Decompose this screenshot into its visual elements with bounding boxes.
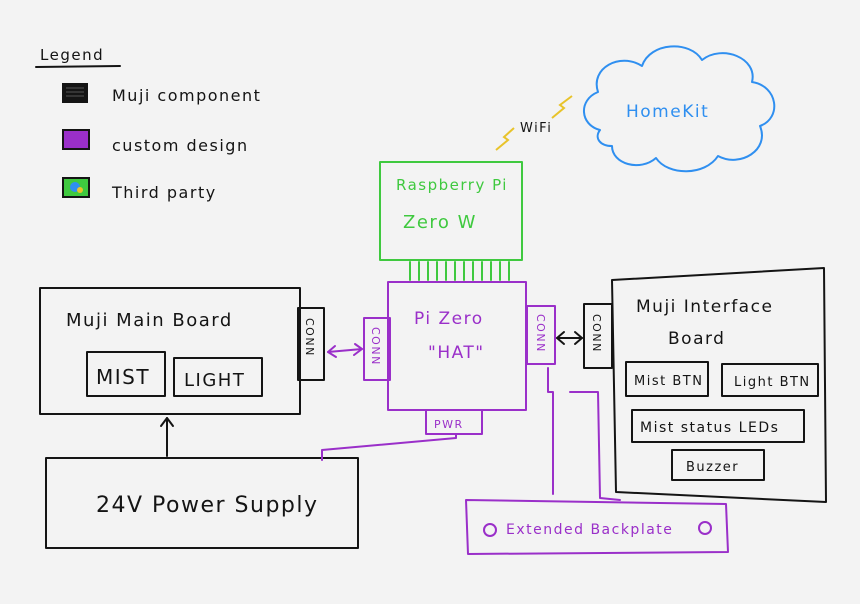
main-board-conn <box>297 307 325 381</box>
muji-interface-board: Muji Interface Board CONN Mist BTN Light… <box>583 267 827 503</box>
legend-title-underline <box>35 65 121 68</box>
pi-zero-hat: Pi Zero "HAT" CONN CONN PWR <box>363 281 556 435</box>
power-main-link <box>160 417 174 457</box>
main-hat-arrowhead-right <box>353 343 363 356</box>
interface-board-outline <box>611 267 827 503</box>
legend: Legend Muji component custom design Thir… <box>35 46 261 202</box>
legend-label-muji: Muji component <box>112 86 261 105</box>
hat-interface-arrowhead-left <box>556 331 565 345</box>
legend-swatch-yellow-dot <box>77 187 83 193</box>
power-supply-outline <box>45 457 359 549</box>
legend-item-third-party: Third party <box>62 177 217 202</box>
rpi-outline <box>379 161 523 261</box>
homekit-cloud: HomeKit <box>583 45 776 173</box>
power-supply: 24V Power Supply <box>45 457 359 549</box>
main-board-outline <box>39 287 301 415</box>
backplate-outline <box>465 499 729 555</box>
backplate-line-left <box>547 367 554 495</box>
raspberry-pi-box: Raspberry Pi Zero W <box>379 161 523 281</box>
wifi-label: WiFi <box>520 121 552 136</box>
hat-pwr-box <box>425 409 483 435</box>
hat-conn-left <box>363 317 391 381</box>
main-hat-line <box>327 348 363 353</box>
legend-item-custom: custom design <box>62 129 249 155</box>
interface-title-line1: Muji Interface <box>636 297 773 317</box>
interface-title-line2: Board <box>668 329 725 349</box>
main-board-title: Muji Main Board <box>66 310 233 331</box>
backplate-hole-right <box>698 521 712 535</box>
wifi-bolt-right <box>551 95 573 119</box>
mist-label: MIST <box>96 365 150 389</box>
main-hat-arrowhead-left <box>327 345 337 358</box>
hat-label-line2: "HAT" <box>428 343 485 363</box>
hat-conn-right-label: CONN <box>534 314 547 353</box>
backplate-label: Extended Backplate <box>506 522 673 538</box>
rpi-header-pins <box>409 261 510 281</box>
legend-swatch-muji <box>62 83 88 103</box>
legend-label-custom: custom design <box>112 136 249 155</box>
mist-btn-box <box>625 361 709 397</box>
hat-interface-link <box>556 331 583 345</box>
power-supply-label: 24V Power Supply <box>96 493 319 518</box>
light-btn-box <box>721 363 819 397</box>
legend-swatch-custom <box>62 129 90 150</box>
light-btn-label: Light BTN <box>734 375 811 390</box>
main-hat-link <box>327 343 363 358</box>
backplate-hole-left <box>483 523 497 537</box>
mist-box <box>86 351 166 397</box>
hat-pwr-label: PWR <box>434 418 464 431</box>
light-box <box>173 357 263 397</box>
main-board-conn-label: CONN <box>303 318 316 357</box>
extended-backplate: Extended Backplate <box>465 499 729 555</box>
legend-title: Legend <box>40 46 104 64</box>
legend-label-third-party: Third party <box>111 183 217 202</box>
wifi-bolt-left <box>495 127 515 151</box>
buzzer-label: Buzzer <box>686 460 739 475</box>
backplate-line-right <box>569 391 621 501</box>
hat-conn-right <box>526 305 556 365</box>
power-hat-wire <box>321 433 457 461</box>
interface-conn <box>583 303 613 369</box>
status-leds-box <box>631 409 805 443</box>
legend-item-muji: Muji component <box>62 83 261 105</box>
buzzer-box <box>671 449 765 481</box>
hat-conn-left-label: CONN <box>369 327 382 366</box>
wifi-link: WiFi <box>495 95 573 151</box>
hat-interface-arrowhead-right <box>574 331 583 345</box>
interface-conn-label: CONN <box>590 314 603 353</box>
rpi-label-line2: Zero W <box>403 212 477 233</box>
cloud-shape <box>583 45 776 173</box>
rpi-label-line1: Raspberry Pi <box>396 176 508 194</box>
mist-btn-label: Mist BTN <box>634 374 703 389</box>
legend-swatch-hatch <box>66 87 84 97</box>
status-leds-label: Mist status LEDs <box>640 420 779 436</box>
light-label: LIGHT <box>184 370 245 391</box>
hat-label-line1: Pi Zero <box>414 309 484 329</box>
power-main-arrowhead <box>160 417 174 427</box>
muji-main-board: Muji Main Board MIST LIGHT CONN <box>39 287 325 415</box>
cloud-label: HomeKit <box>626 102 709 122</box>
